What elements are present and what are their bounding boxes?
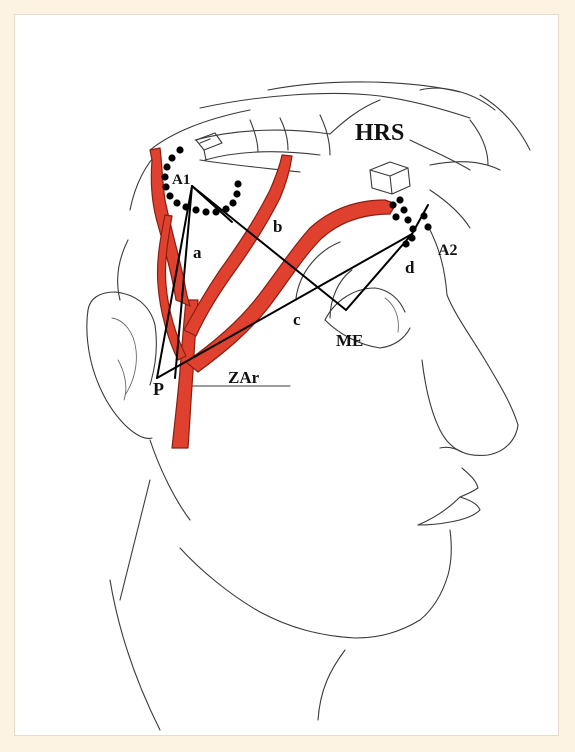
dot-a1: [168, 154, 175, 161]
dot-a1: [163, 163, 170, 170]
dot-a1: [161, 173, 168, 180]
dot-a1: [173, 199, 180, 206]
label-line-a: a: [193, 243, 202, 262]
label-line-b: b: [273, 217, 282, 236]
label-a1: A1: [172, 172, 190, 188]
dot-a1: [233, 190, 240, 197]
label-hrs: HRS: [355, 120, 404, 146]
label-me: ME: [336, 331, 363, 350]
dot-a2: [389, 201, 396, 208]
label-a2: A2: [438, 242, 458, 259]
dot-a1: [202, 208, 209, 215]
dots-a2: [389, 196, 431, 247]
ear-icon: [87, 292, 157, 438]
dot-a1: [234, 180, 241, 187]
dot-a1: [229, 199, 236, 206]
dot-a1: [162, 183, 169, 190]
dot-a1: [192, 206, 199, 213]
line-a1-dots: [192, 186, 232, 222]
label-line-d: d: [405, 258, 415, 277]
dot-a1: [176, 146, 183, 153]
dot-a2: [392, 213, 399, 220]
measurement-lines: [157, 186, 428, 378]
label-line-c: c: [293, 310, 301, 329]
dot-a2: [404, 216, 411, 223]
line-d: [346, 234, 412, 310]
temporal-artery: [150, 148, 396, 448]
label-p: P: [153, 379, 164, 399]
dot-a1: [166, 192, 173, 199]
dot-a2: [396, 196, 403, 203]
dot-a2: [400, 206, 407, 213]
label-zar: ZAr: [228, 368, 260, 387]
landmark-block-right: [370, 162, 410, 194]
dot-a2: [424, 223, 431, 230]
